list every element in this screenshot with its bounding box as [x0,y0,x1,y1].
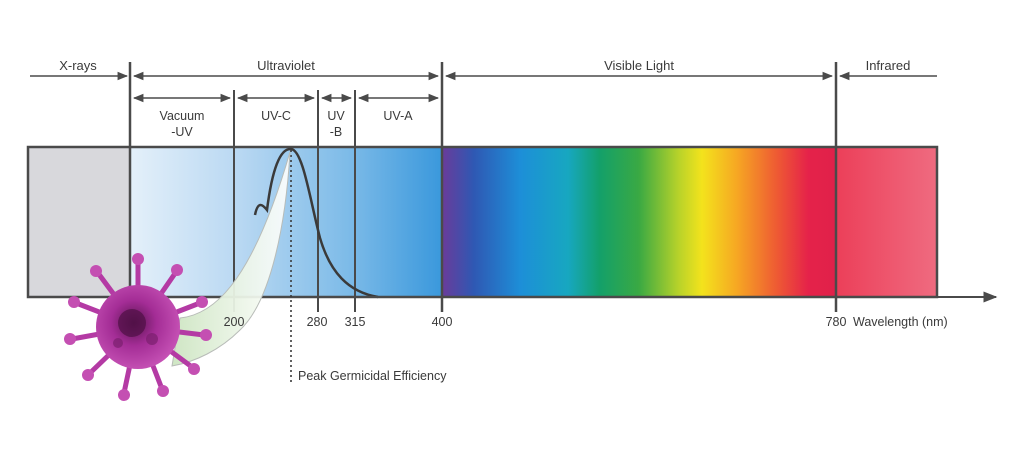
tick-315: 315 [345,315,366,329]
xray-band [28,147,130,297]
virus-icon [64,253,212,401]
label-uva: UV-A [383,109,413,123]
label-infrared: Infrared [866,58,911,73]
label-vacuum: Vacuum [160,109,205,123]
tick-400: 400 [432,315,453,329]
infrared-band [836,147,937,297]
visible-light-band [442,147,836,297]
peak-germicidal-label: Peak Germicidal Efficiency [298,369,447,383]
label-uvc: UV-C [261,109,291,123]
axis-label: Wavelength (nm) [853,315,948,329]
germicidal-curve [253,147,379,299]
label-visible-light: Visible Light [604,58,674,73]
tick-280: 280 [307,315,328,329]
tick-200: 200 [224,315,245,329]
label-ultraviolet: Ultraviolet [257,58,315,73]
label-uvb: -B [330,125,343,139]
label-uv: UV [327,109,345,123]
label-xrays: X-rays [59,58,97,73]
label-vacuum-uv: -UV [171,125,193,139]
tick-780: 780 [826,315,847,329]
uv-beam [171,151,291,367]
